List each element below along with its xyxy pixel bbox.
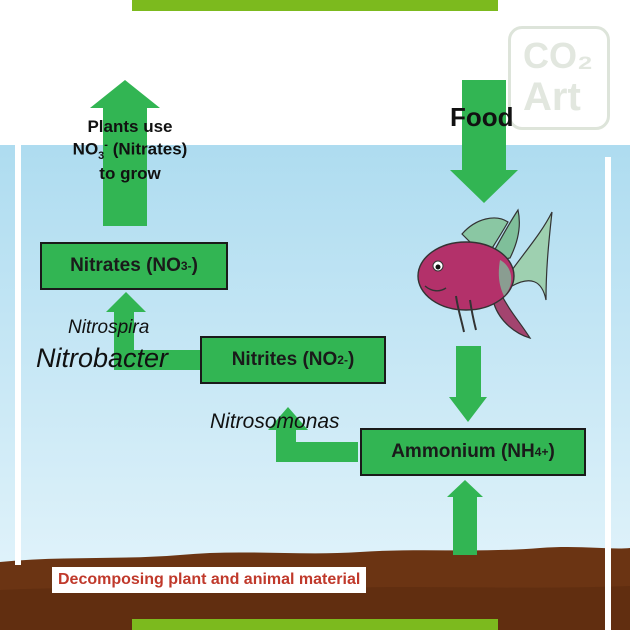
plants-line-3: to grow — [99, 164, 161, 184]
ammonium-text: Ammonium (NH — [391, 441, 535, 462]
ammonium-close: ) — [548, 441, 555, 462]
bottom-accent-bar — [132, 619, 498, 630]
fish-illustration — [417, 208, 553, 340]
nitrites-sub: 2 — [337, 353, 344, 367]
plants-sup: - — [104, 139, 108, 151]
tank-wall-right — [605, 157, 611, 630]
plants-no-prefix: NO — [72, 139, 99, 159]
plants-line-2: NO3- (Nitrates) — [50, 136, 210, 165]
arrow-up-to-plants — [90, 80, 160, 226]
nitrites-close: ) — [347, 349, 355, 370]
plants-line-1: Plants use — [87, 117, 173, 136]
arrow-food-down — [450, 80, 518, 203]
food-label: Food — [450, 102, 514, 132]
nitrates-text: Nitrates (NO — [70, 255, 181, 276]
nitrites-sup: - — [343, 353, 348, 367]
nitrobacter-label: Nitrobacter — [36, 343, 169, 373]
co2-art-logo: CO₂ Art — [508, 26, 610, 130]
tank-wall-left — [15, 145, 21, 565]
decomposing-material-label: Decomposing plant and animal material — [52, 567, 367, 593]
logo-line-1: CO₂ — [523, 35, 593, 76]
plants-suffix: (Nitrates) — [107, 139, 188, 159]
nitrosomonas-label: Nitrosomonas — [210, 410, 340, 433]
arrow-decomposition-up — [447, 480, 483, 555]
nitrites-text: Nitrites (NO — [231, 349, 338, 370]
logo-line-2: Art — [523, 75, 581, 119]
nitrates-close: ) — [191, 255, 198, 276]
arrow-nitrites-to-nitrates — [106, 292, 200, 370]
ammonium-sub: 4 — [534, 445, 542, 459]
plants-use-nitrates-label: Plants use NO3- (Nitrates) to grow — [50, 118, 210, 183]
nitrospira-label: Nitrospira — [68, 317, 150, 338]
top-accent-bar — [132, 0, 498, 11]
arrow-fish-to-ammonium — [449, 346, 487, 422]
plants-sub: 3 — [98, 150, 105, 163]
nitrates-sup: - — [187, 259, 192, 273]
arrow-ammonium-to-nitrites — [268, 407, 358, 462]
ammonium-sup: + — [541, 445, 549, 459]
nitrates-sub: 3 — [180, 259, 188, 273]
